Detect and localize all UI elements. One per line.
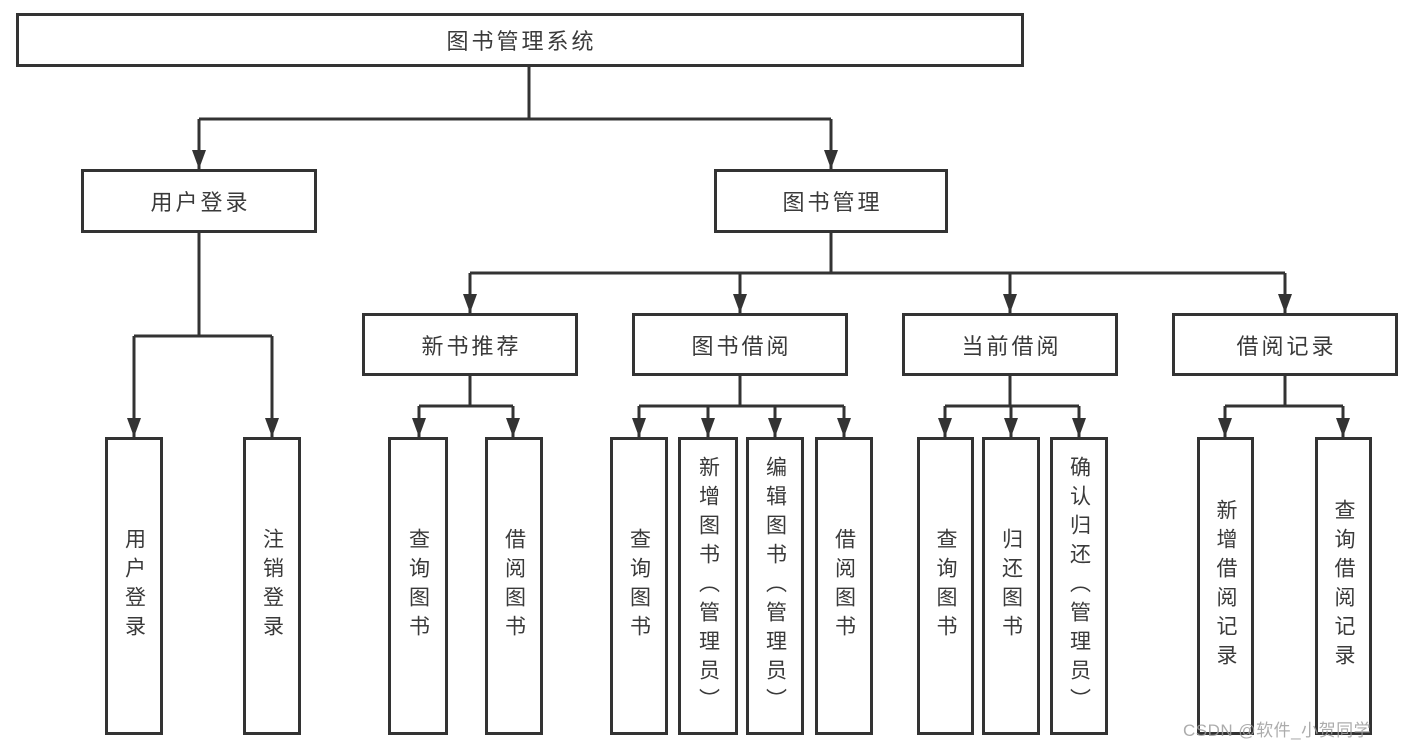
node-current-borrowing: 当前借阅 <box>902 313 1118 376</box>
node-user-login: 用户登录 <box>81 169 317 233</box>
arrowheads <box>127 150 1350 437</box>
leaf-add-borrow-record: 新增借阅记录 <box>1197 437 1254 735</box>
leaf-edit-books-admin: 编辑图书（管理员） <box>746 437 804 735</box>
node-root-label: 图书管理系统 <box>446 29 597 54</box>
leaf-borrow-books-recommend: 借阅图书 <box>485 437 543 735</box>
node-borrowing-records-label: 借阅记录 <box>1236 333 1337 359</box>
leaf-return-books: 归还图书 <box>982 437 1040 735</box>
node-new-book-recommend-label: 新书推荐 <box>421 333 522 359</box>
node-new-book-recommend: 新书推荐 <box>362 313 578 376</box>
leaf-borrow-books: 借阅图书 <box>815 437 873 735</box>
leaf-confirm-return-admin: 确认归还（管理员） <box>1050 437 1108 735</box>
node-root-library-system: 图书管理系统 <box>16 13 1024 67</box>
leaf-add-books-admin: 新增图书（管理员） <box>678 437 738 735</box>
node-book-borrowing-label: 图书借阅 <box>691 333 792 359</box>
node-borrowing-records: 借阅记录 <box>1172 313 1398 376</box>
leaf-query-books-current: 查询图书 <box>917 437 974 735</box>
csdn-watermark: CSDN @软件_小贺同学 <box>1183 721 1372 740</box>
leaf-user-login: 用户登录 <box>105 437 163 735</box>
node-user-login-label: 用户登录 <box>150 190 251 215</box>
leaf-query-books-borrowing: 查询图书 <box>610 437 668 735</box>
node-book-management-label: 图书管理 <box>782 190 883 215</box>
node-book-management: 图书管理 <box>714 169 948 233</box>
leaf-logout: 注销登录 <box>243 437 301 735</box>
node-book-borrowing: 图书借阅 <box>632 313 848 376</box>
node-current-borrowing-label: 当前借阅 <box>961 333 1062 359</box>
leaf-query-books-recommend: 查询图书 <box>388 437 448 735</box>
leaf-query-borrow-record: 查询借阅记录 <box>1315 437 1372 735</box>
